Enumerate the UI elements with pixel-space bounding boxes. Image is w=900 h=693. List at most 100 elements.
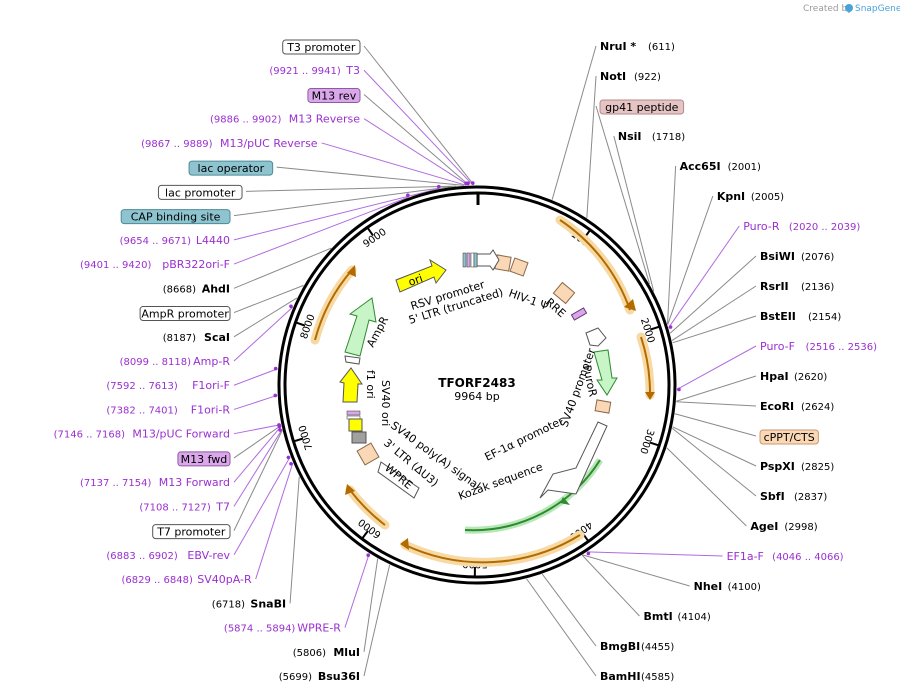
restriction-site: BmgBI(4455) [600,640,674,653]
feature-label-sv40-ori: SV40 ori [379,380,392,426]
tick-label: 7000 [297,424,315,452]
leader-line [676,401,757,407]
site-position: (4585) [641,672,674,683]
sv40-polya-block [351,431,367,444]
primer-mark [406,193,410,198]
rre-block [552,281,576,305]
tick-label: 3000 [637,428,655,456]
leader-line [666,447,747,527]
leader-line [676,375,757,402]
leader-line [255,462,294,580]
restriction-site: AhdI(8668) [163,282,230,295]
feature-label-hiv-psi: HIV-1 Ψ [507,287,551,314]
plasmid-name: TFORF2483 [438,376,515,390]
leader-line [586,75,597,218]
primer-mark [277,424,282,429]
ef1a-promoter-arrow [539,421,608,499]
leader-line [363,564,391,677]
primer-binding-site: Puro-R(2020 .. 2039) [743,220,860,233]
feature-tag-label: gp41 peptide [605,101,679,114]
restriction-site: RsrII(2136) [760,280,834,293]
credit-text: Created by [803,4,853,14]
primer-binding-site: F1ori-F(7592 .. 7613) [106,379,230,392]
feature-tag: CAP binding site [120,209,231,225]
primer-position: (7382 .. 7401) [106,405,178,416]
leader-line [671,427,757,497]
primer-binding-site: Amp-R(8099 .. 8118) [120,355,231,368]
primer-position: (7137 .. 7154) [80,478,152,489]
primer-mark [289,304,293,309]
restriction-site: NruI *(611) [600,40,675,53]
feature-tag-label: M13 rev [312,89,357,102]
primer-binding-site: M13/pUC Reverse(9867 .. 9889) [141,137,318,150]
site-name: PspXI [760,460,795,473]
leader-line [541,573,597,647]
restriction-site: BsiWI(2076) [760,250,834,263]
primer-name: SV40pA-R [197,573,252,586]
primer-position: (9401 .. 9420) [80,260,152,271]
primer-binding-site: pBR322ori-F(9401 .. 9420) [80,258,230,271]
site-position: (4100) [728,582,761,593]
restriction-site: NheI(4100) [694,580,761,593]
site-position: (2837) [794,492,827,503]
site-name: ScaI [204,331,230,344]
orf-arc [314,269,353,341]
primer-position: (7592 .. 7613) [106,381,178,392]
feature-tag-box [157,184,243,200]
orf-arcs [310,215,655,567]
leader-line [233,306,294,362]
primer-binding-site: SV40pA-R(6829 .. 6848) [121,573,252,586]
leader-line [672,315,757,344]
feature-tag-label: AmpR promoter [141,308,229,321]
site-position: (2136) [801,282,834,293]
leader-line [672,426,757,467]
hiv-psi-block [509,257,529,277]
leader-line [551,45,597,200]
primer-name: Puro-R [743,220,780,233]
feature-tag-box [759,429,819,445]
orf-arrowhead [624,299,636,311]
ampr-promoter-arrow [344,355,361,365]
ampr-arrow [344,297,377,357]
leader-line [233,196,409,265]
site-name: MluI [333,646,360,659]
feature-tag-label: cPPT/CTS [764,431,815,444]
feature-tag-box [120,209,231,225]
site-name: BmtI [643,610,672,623]
primer-mark [586,551,591,556]
site-name: HpaI [760,370,789,383]
leader-line [595,105,651,284]
primer-name: Puro-F [760,340,795,353]
restriction-site: SbfI(2837) [760,490,827,503]
feature-label-ef1a-promoter: EF-1α promoter [483,414,566,464]
feature-tag-box [139,306,231,322]
feature-tag: AmpR promoter [139,306,231,322]
leader-line [363,118,469,186]
leader-line [526,578,597,677]
site-position: (2624) [801,402,834,413]
primer-position: (7108 .. 7127) [139,502,211,513]
primer-mark [286,455,291,460]
site-position: (611) [648,42,675,53]
site-position: (5699) [279,672,312,683]
primer-name: L4440 [196,234,230,247]
site-name: AgeI [750,520,778,533]
tick-mark [293,437,304,443]
primer-binding-site: T3(9921 .. 9941) [269,64,360,77]
feature-tag: lac promoter [157,184,243,200]
leader-line [581,554,640,617]
gp41-block [570,307,588,321]
snapgene-logo-icon [845,4,853,12]
site-name: KpnI [717,190,745,203]
wpre-arrow [377,461,420,499]
feature-label-ori: ori [407,272,425,289]
orf-arrowhead [645,392,655,400]
restriction-site: HpaI(2620) [760,370,827,383]
credit-brand: SnapGene [855,4,900,14]
feature-tag-label: CAP binding site [131,211,221,224]
leader-line [363,94,470,186]
sv40-ori-block [348,418,363,432]
site-name: AhdI [202,282,230,295]
sv40-promoter-arrow [585,327,607,347]
